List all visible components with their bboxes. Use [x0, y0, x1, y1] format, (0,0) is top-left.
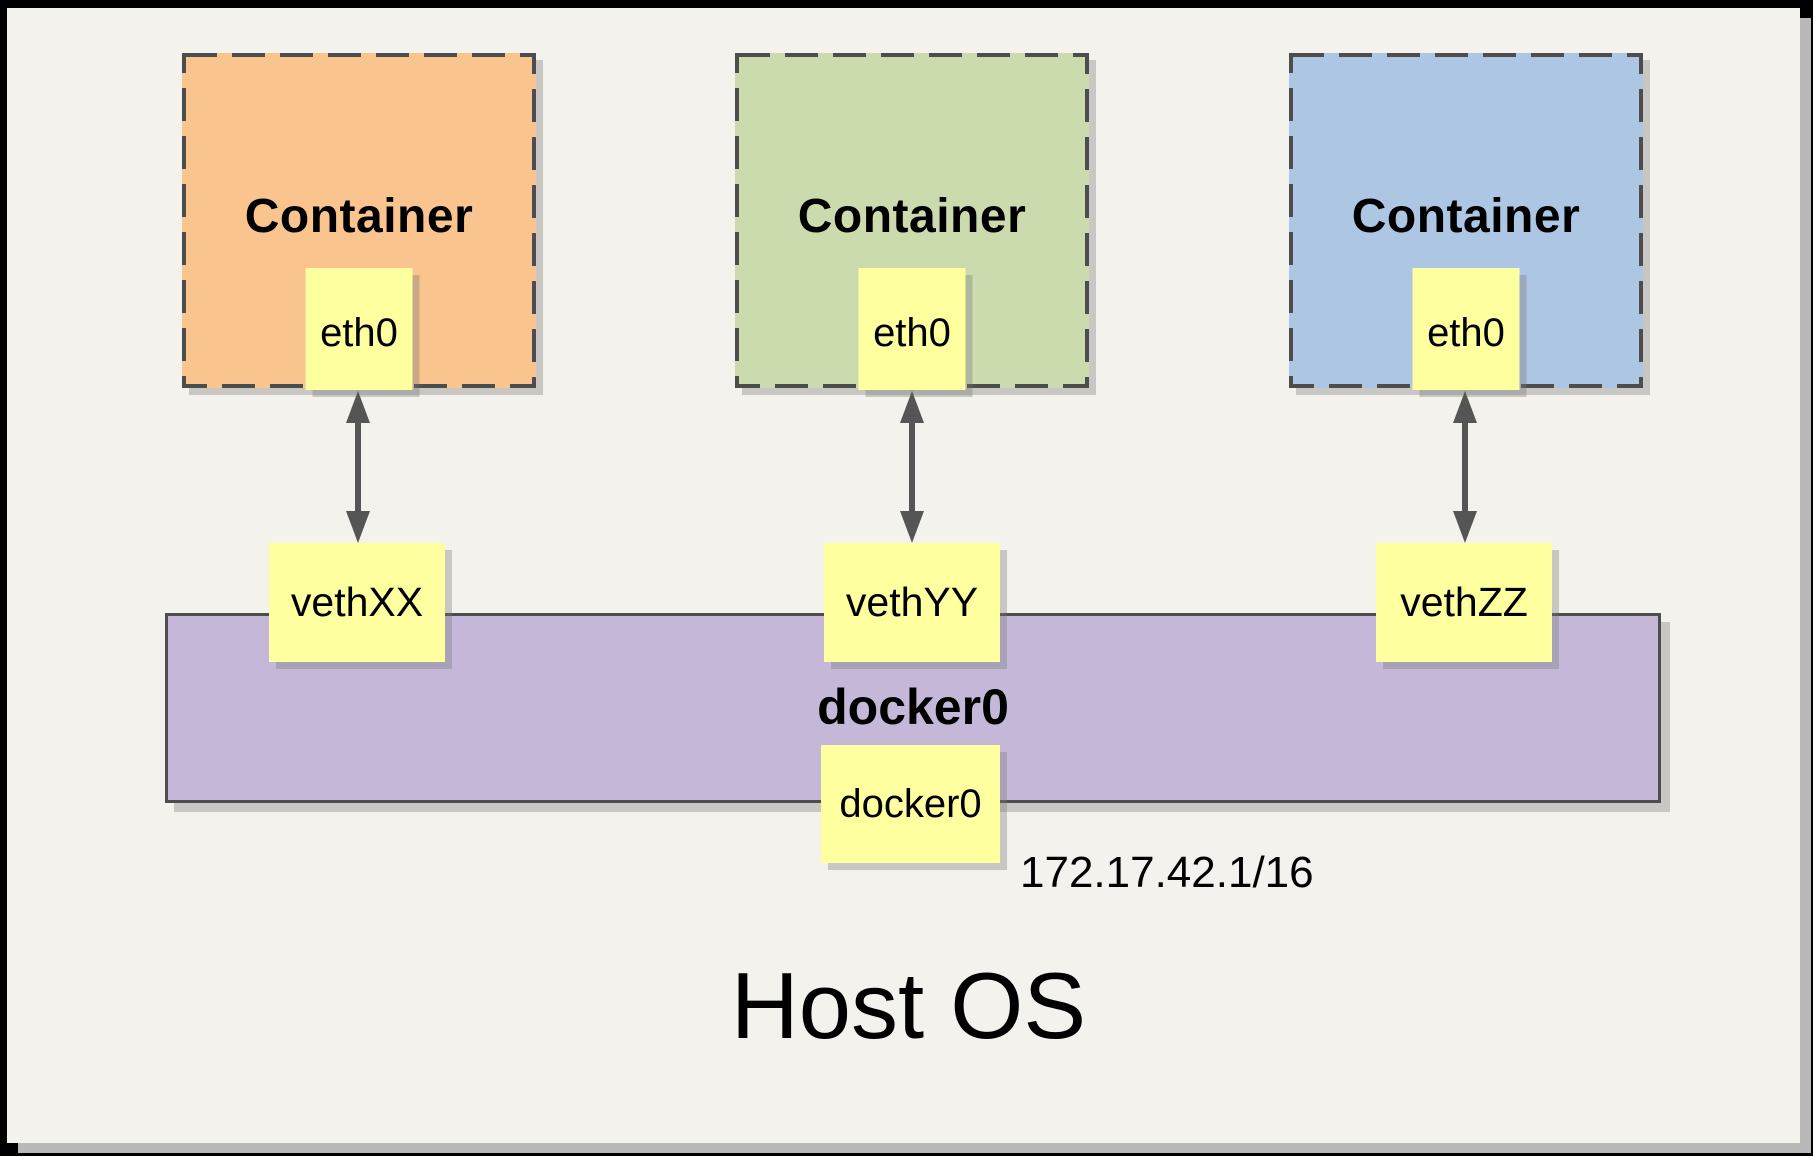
container-3-eth0-label: eth0: [1427, 310, 1505, 355]
double-arrow-1: [346, 391, 370, 543]
container-3: Container eth0: [1289, 53, 1643, 390]
vethzz-box: vethZZ: [1376, 543, 1552, 662]
double-arrow-2: [900, 391, 924, 543]
double-arrow-3: [1453, 391, 1477, 543]
host-os-label: Host OS: [730, 953, 1087, 1058]
diagram-canvas: Container eth0 Container eth0 Container …: [7, 8, 1800, 1143]
docker0-interface-label: docker0: [839, 781, 982, 826]
container-3-dashed-border: [1289, 53, 1643, 388]
container-1-eth0-label: eth0: [320, 310, 398, 355]
container-3-eth0-box: eth0: [1412, 268, 1520, 390]
container-1-dashed-border: [182, 53, 536, 388]
vethzz-label: vethZZ: [1400, 579, 1528, 625]
container-2: Container eth0: [735, 53, 1089, 390]
vethxx-label: vethXX: [290, 579, 424, 625]
container-2-eth0-label: eth0: [873, 310, 951, 355]
container-2-label: Container: [797, 189, 1027, 243]
bridge-ip-address: 172.17.42.1/16: [1020, 848, 1314, 897]
docker0-interface-box: docker0: [821, 745, 1000, 863]
container-1: Container eth0: [182, 53, 536, 390]
container-1-label: Container: [244, 189, 474, 243]
container-3-label: Container: [1351, 189, 1581, 243]
vethyy-box: vethYY: [824, 543, 1000, 662]
container-1-eth0-box: eth0: [305, 268, 413, 390]
docker0-bridge-label: docker0: [817, 679, 1009, 735]
vethxx-box: vethXX: [269, 543, 445, 662]
vethyy-label: vethYY: [845, 579, 979, 625]
container-2-eth0-box: eth0: [858, 268, 966, 390]
container-2-dashed-border: [735, 53, 1089, 388]
